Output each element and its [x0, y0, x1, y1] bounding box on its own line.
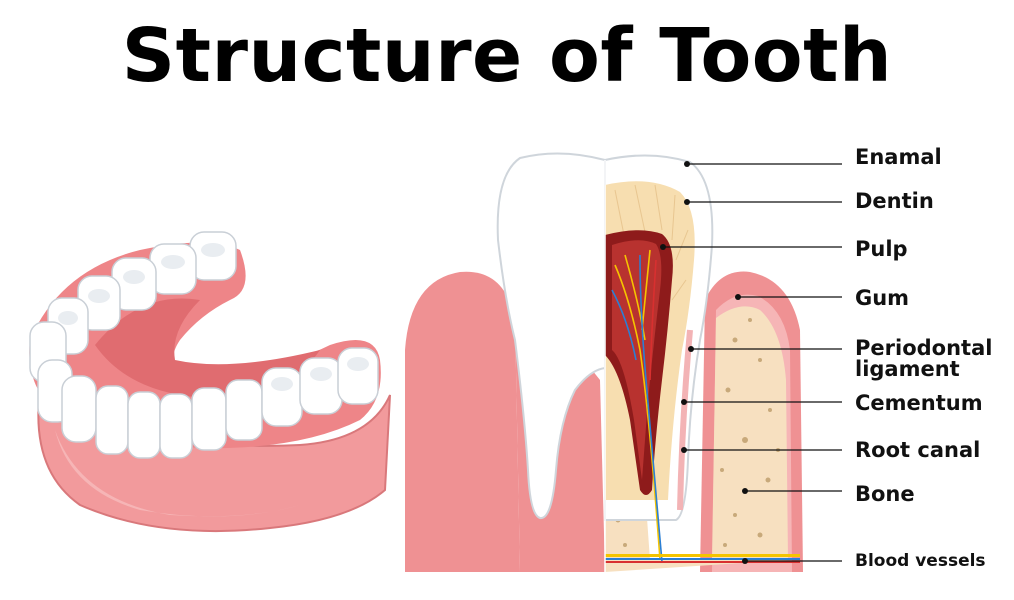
- label-gum: Gum: [855, 286, 910, 310]
- label-enamal: Enamal: [855, 145, 942, 169]
- leader-dots: [660, 161, 748, 564]
- label-blood-vessels: Blood vessels: [855, 551, 986, 571]
- lower-jaw-illustration: [29, 231, 391, 533]
- page-title: Structure of Tooth: [121, 13, 893, 99]
- label-pulp: Pulp: [855, 237, 908, 261]
- tooth-cross-section: [405, 152, 803, 572]
- leader-lines: [663, 163, 842, 562]
- label-dentin: Dentin: [855, 189, 934, 213]
- label-periodontal: Periodontal: [855, 336, 993, 360]
- label-cementum: Cementum: [855, 391, 983, 415]
- label-root-canal: Root canal: [855, 438, 981, 462]
- label-ligament: ligament: [855, 357, 960, 381]
- label-bone: Bone: [855, 482, 915, 506]
